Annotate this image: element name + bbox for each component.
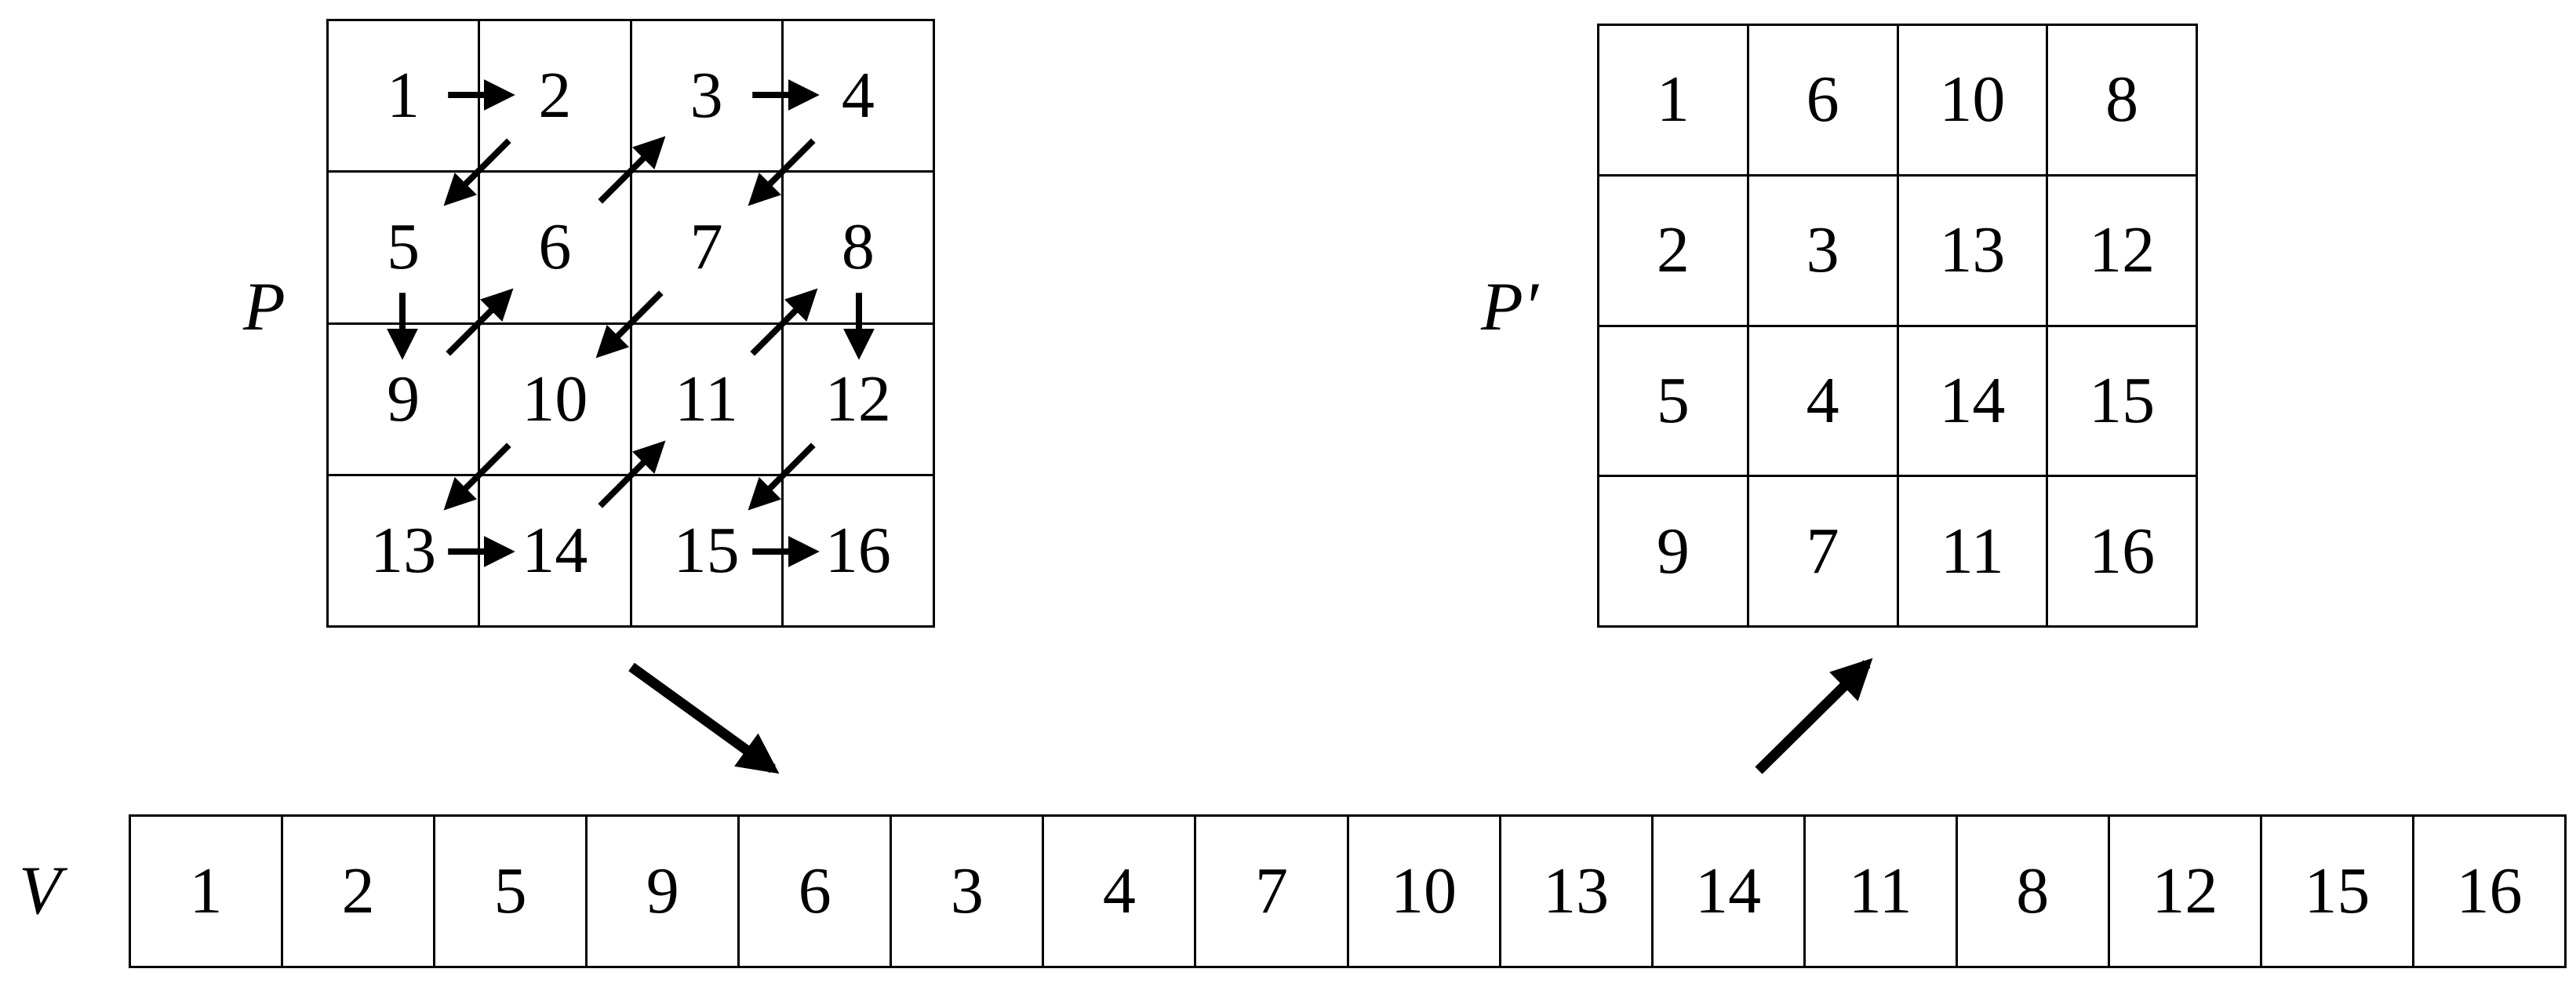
matrix-p-prime: 1 6 10 8 2 3 13 12 5 4 14 15 9 7 11 16 [1597, 24, 2198, 628]
vector-v-cell: 16 [2414, 817, 2567, 968]
vector-v-cell: 7 [1196, 817, 1349, 968]
matrix-p-cell: 16 [783, 475, 935, 628]
matrix-p-cell: 8 [783, 173, 935, 325]
matrix-p-prime-cell: 15 [2048, 326, 2198, 478]
matrix-p-prime-cell: 12 [2048, 176, 2198, 327]
flow-arrow-v-to-p-prime [1755, 657, 1873, 774]
vector-v-cell: 14 [1653, 817, 1806, 968]
vector-v-cell: 6 [740, 817, 893, 968]
matrix-p-cell: 9 [329, 324, 481, 476]
vector-v-cell: 11 [1805, 817, 1958, 968]
matrix-p-prime-cell: 13 [1898, 176, 2049, 327]
matrix-p-cell: 14 [480, 475, 632, 628]
flow-arrow-p-to-v [628, 662, 780, 774]
matrix-p-prime-cell: 8 [2048, 26, 2198, 177]
vector-v-cell: 15 [2261, 817, 2414, 968]
matrix-p-cell: 12 [783, 324, 935, 476]
matrix-p-prime-cell: 3 [1748, 176, 1899, 327]
matrix-p: 1 2 3 4 5 6 7 8 9 10 11 12 13 14 15 16 [326, 19, 935, 628]
vector-v-cell: 9 [588, 817, 740, 968]
matrix-p-cell: 15 [631, 475, 784, 628]
vector-v-cell: 10 [1348, 817, 1501, 968]
matrix-p-cell: 1 [329, 21, 481, 173]
matrix-p-cell: 7 [631, 173, 784, 325]
matrix-p-cell: 10 [480, 324, 632, 476]
matrix-p-cell: 11 [631, 324, 784, 476]
matrix-p-prime-cell: 9 [1599, 477, 1749, 628]
label-matrix-p: P [243, 269, 286, 345]
matrix-p-prime-cell: 4 [1748, 326, 1899, 478]
vector-v-cell: 8 [1957, 817, 2110, 968]
matrix-p-prime-cell: 2 [1599, 176, 1749, 327]
label-vector-v: V [19, 853, 61, 929]
vector-v-cell: 2 [283, 817, 436, 968]
matrix-p-cell: 3 [631, 21, 784, 173]
matrix-p-prime-cell: 5 [1599, 326, 1749, 478]
matrix-p-prime-cell: 10 [1898, 26, 2049, 177]
matrix-p-prime-cell: 11 [1898, 477, 2049, 628]
matrix-p-cell: 2 [480, 21, 632, 173]
matrix-p-prime-cell: 1 [1599, 26, 1749, 177]
vector-v: 1 2 5 9 6 3 4 7 10 13 14 11 8 12 15 16 [129, 814, 2567, 968]
vector-v-cell: 4 [1044, 817, 1197, 968]
vector-v-cell: 12 [2109, 817, 2262, 968]
vector-v-cell: 13 [1501, 817, 1654, 968]
vector-v-cell: 5 [435, 817, 588, 968]
matrix-p-prime-cell: 14 [1898, 326, 2049, 478]
matrix-p-cell: 13 [329, 475, 481, 628]
label-matrix-p-prime: P′ [1481, 269, 1539, 345]
matrix-p-prime-cell: 7 [1748, 477, 1899, 628]
matrix-p-prime-cell: 6 [1748, 26, 1899, 177]
vector-v-cell: 1 [131, 817, 284, 968]
matrix-p-cell: 4 [783, 21, 935, 173]
matrix-p-prime-cell: 16 [2048, 477, 2198, 628]
matrix-p-cell: 5 [329, 173, 481, 325]
vector-v-cell: 3 [892, 817, 1045, 968]
matrix-p-cell: 6 [480, 173, 632, 325]
